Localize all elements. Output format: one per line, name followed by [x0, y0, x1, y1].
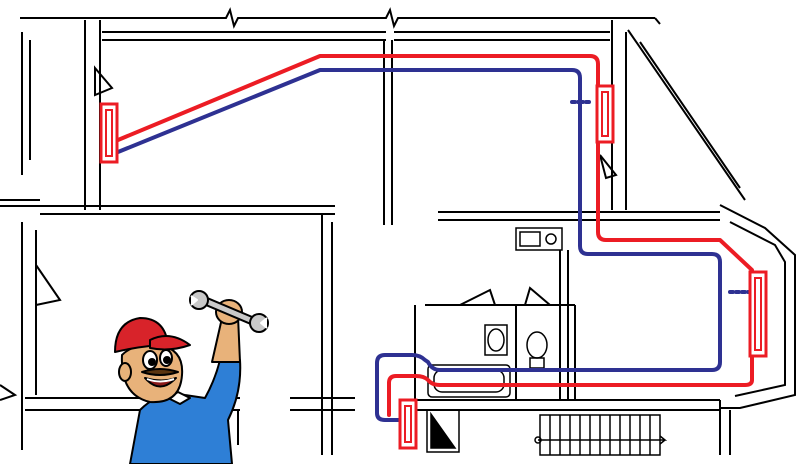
top-outer-wall — [20, 7, 655, 29]
radiator-bay-window — [748, 270, 768, 358]
supply-pipe-main — [116, 54, 754, 417]
left-door-swing — [94, 65, 114, 97]
kitchen-stove — [515, 227, 563, 251]
lower-left-door — [35, 261, 62, 307]
plumber-cap-brim — [149, 335, 191, 351]
left-pillar — [84, 20, 101, 210]
left-wall — [0, 32, 40, 201]
walls — [0, 7, 796, 455]
radiators — [99, 84, 768, 450]
staircase — [534, 414, 668, 456]
toilet — [526, 331, 548, 369]
bathroom-door-arcs — [459, 286, 551, 306]
sink — [484, 324, 508, 356]
bay-window-lower — [719, 204, 796, 409]
mid-vertical-left — [321, 214, 333, 455]
bottom-right-walls — [416, 399, 731, 455]
fixtures — [426, 227, 668, 456]
bottom-wall-left — [25, 397, 355, 411]
bay-window-upper — [627, 17, 746, 201]
middle-wall — [383, 40, 393, 225]
mid-horizontal-wall — [0, 205, 720, 221]
right-door-swing — [599, 154, 618, 180]
heating-pipes — [116, 54, 754, 422]
lower-left-wall — [21, 222, 37, 450]
bathroom-walls — [414, 304, 576, 400]
plumber-mustache — [141, 368, 179, 376]
radiator-right-room — [595, 84, 615, 144]
bottom-left-stub — [0, 384, 18, 401]
corridor-wall — [559, 250, 569, 400]
shower-tray — [426, 409, 460, 453]
wrench-icon — [189, 290, 269, 333]
return-pipe-main — [116, 68, 722, 422]
plumber-mascot — [114, 290, 269, 464]
radiator-left-room — [99, 102, 119, 164]
radiator-bathroom — [398, 398, 418, 450]
plumber-ear — [118, 362, 132, 382]
